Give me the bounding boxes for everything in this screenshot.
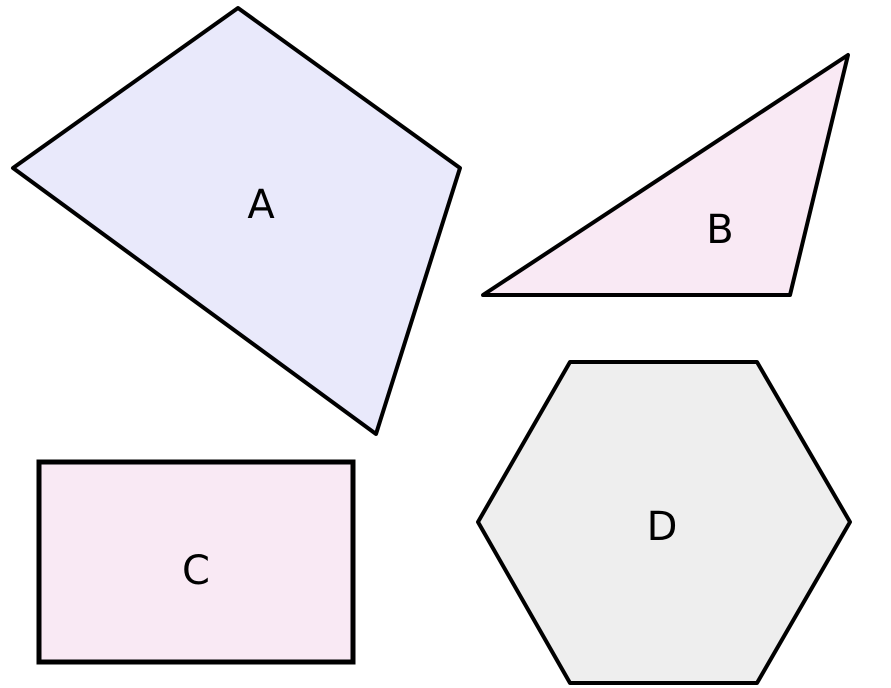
- shape-b-triangle: [481, 53, 850, 297]
- shape-a-quadrilateral: [11, 6, 462, 436]
- shape-a-label: A: [247, 182, 275, 228]
- shape-d-hexagon: [476, 360, 852, 685]
- shape-c-rectangle: [36, 459, 356, 665]
- shape-c-label: C: [182, 548, 210, 594]
- shape-d-label: D: [647, 504, 678, 550]
- shape-b-label: B: [706, 207, 733, 253]
